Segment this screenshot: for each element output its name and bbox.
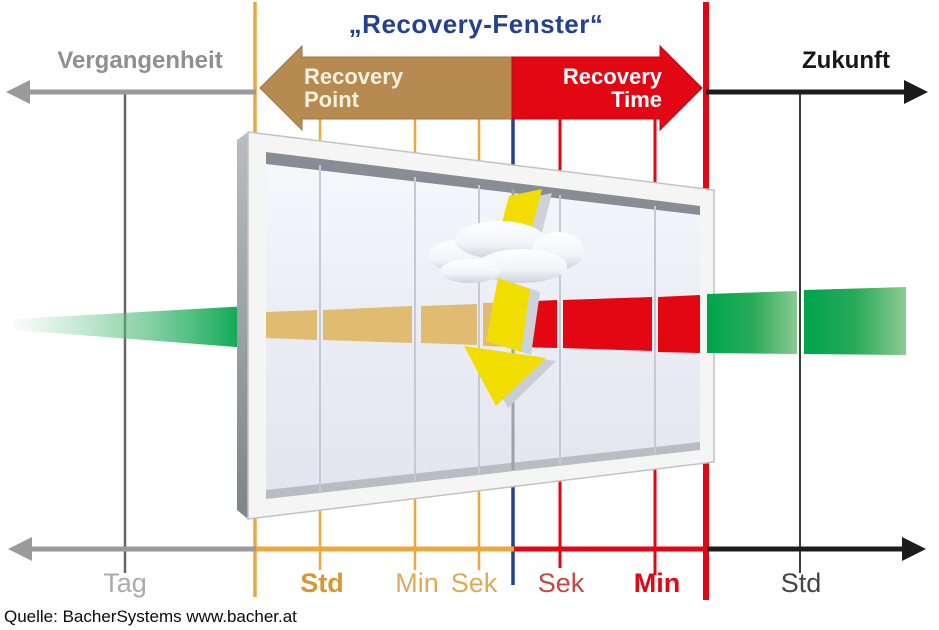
timeline-band-red [515, 295, 700, 353]
past-arrowhead-icon [6, 80, 30, 104]
green-band-segment [804, 287, 906, 355]
top-axis [6, 80, 928, 104]
recovery-point-label-line1: Recovery [304, 64, 404, 89]
window-top-rail [266, 152, 700, 215]
source-caption: Quelle: BacherSystems www.bacher.at [4, 607, 297, 626]
incident-icon [428, 189, 584, 408]
tick-label-std-right: Std [781, 568, 822, 598]
past-label: Vergangenheit [57, 47, 222, 74]
recovery-time-label-line1: Recovery [563, 64, 663, 89]
red-band-segment [658, 295, 700, 353]
bottom-axis-right-arrowhead-icon [902, 537, 926, 561]
future-label: Zukunft [802, 47, 890, 74]
tick-label-tag: Tag [103, 568, 147, 598]
lightning-shaft [486, 278, 530, 352]
cloud-puff [440, 259, 500, 283]
bottom-axis-left-arrowhead-icon [8, 537, 32, 561]
window-bottom-rail [266, 442, 700, 499]
cloud-icon [428, 221, 584, 283]
bottom-tick-labels: Tag Std Min Sek Sek Min Std [103, 568, 821, 598]
tick-label-sek-left: Sek [451, 568, 498, 598]
window-left-side-face [237, 132, 248, 519]
cloud-puff [477, 249, 567, 283]
green-band-right [707, 287, 906, 355]
recovery-time-label-line2: Time [611, 87, 662, 112]
tick-label-min-right: Min [634, 568, 681, 598]
tick-label-min-left: Min [395, 568, 439, 598]
lightning-arrowhead [464, 346, 546, 406]
green-band-segment [707, 291, 797, 354]
tan-band-segment [323, 306, 412, 343]
window-frame [237, 131, 715, 520]
tick-label-sek-right: Sek [538, 568, 585, 598]
red-band-segment [563, 297, 652, 351]
bottom-axis [8, 537, 926, 561]
recovery-window-arrows: Recovery Point Recovery Time [259, 44, 703, 132]
lightning-lower [464, 278, 556, 408]
tan-band-segment [266, 310, 317, 340]
green-band-left [14, 306, 249, 348]
tick-label-std-left: Std [300, 568, 344, 598]
recovery-time-arrow [511, 44, 703, 132]
recovery-point-label-line2: Point [304, 87, 360, 112]
diagram-title: „Recovery-Fenster“ [349, 9, 604, 39]
future-arrowhead-icon [904, 80, 928, 104]
tan-band-segment [421, 304, 477, 345]
